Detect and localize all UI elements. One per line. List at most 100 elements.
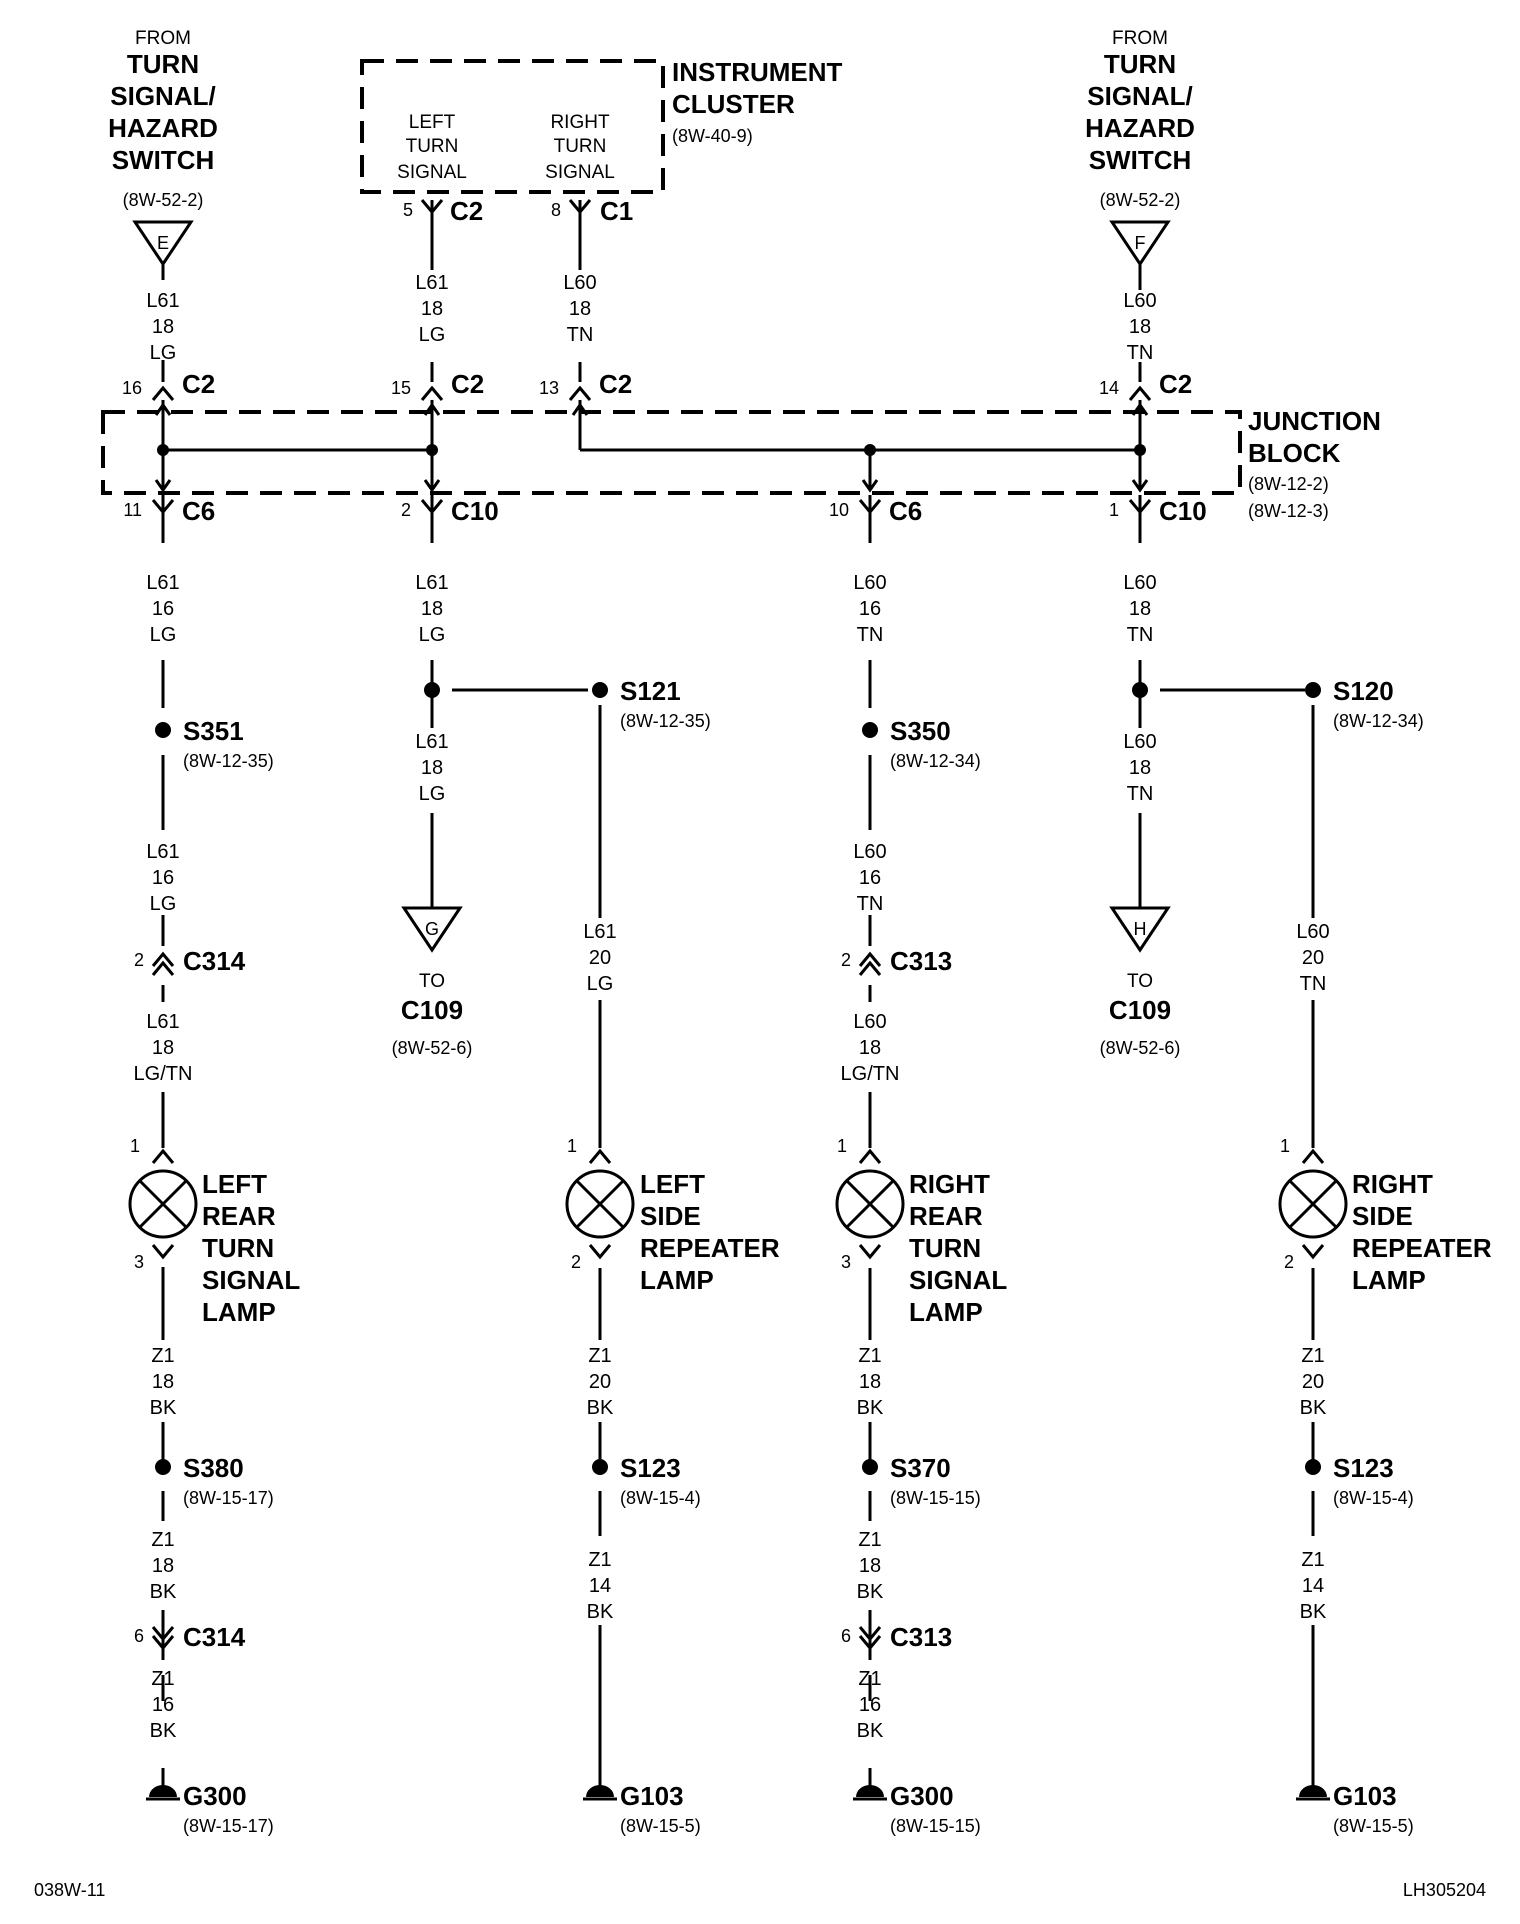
splice-s123-right-dot	[1305, 1459, 1321, 1475]
svg-text:Z1: Z1	[588, 1549, 611, 1571]
svg-text:S380: S380	[183, 1453, 244, 1483]
svg-text:L61: L61	[146, 572, 179, 594]
svg-text:Z1: Z1	[151, 1345, 174, 1367]
right-rear-lamp-icon	[835, 1169, 905, 1239]
svg-text:(8W-52-2): (8W-52-2)	[123, 190, 204, 210]
jb-in-b-icon	[420, 385, 444, 401]
from-right-labels: FROM TURN SIGNAL/ HAZARD SWITCH (8W-52-2…	[1085, 28, 1195, 253]
svg-text:2: 2	[571, 1252, 581, 1272]
svg-text:L61: L61	[146, 1011, 179, 1033]
svg-text:SIGNAL: SIGNAL	[397, 162, 467, 183]
svg-text:TN: TN	[1127, 342, 1154, 364]
splice-s123-left-dot	[592, 1459, 608, 1475]
svg-text:2: 2	[1284, 1252, 1294, 1272]
svg-text:H: H	[1134, 919, 1147, 939]
svg-text:C2: C2	[450, 196, 483, 226]
svg-text:Z1: Z1	[151, 1529, 174, 1551]
svg-text:INSTRUMENT: INSTRUMENT	[672, 57, 843, 87]
svg-text:6: 6	[841, 1626, 851, 1646]
svg-text:3: 3	[841, 1252, 851, 1272]
svg-text:L61: L61	[146, 290, 179, 312]
splice-s120-dot	[1305, 682, 1321, 698]
svg-text:6: 6	[134, 1626, 144, 1646]
svg-text:FROM: FROM	[1112, 28, 1168, 49]
svg-text:LG: LG	[150, 624, 177, 646]
svg-text:BK: BK	[857, 1720, 884, 1742]
svg-text:LG/TN: LG/TN	[134, 1063, 193, 1085]
svg-text:SIDE: SIDE	[1352, 1201, 1413, 1231]
svg-text:C313: C313	[890, 1622, 952, 1652]
svg-text:LAMP: LAMP	[1352, 1265, 1426, 1295]
svg-text:20: 20	[589, 947, 611, 969]
svg-text:L61: L61	[415, 731, 448, 753]
svg-text:1: 1	[1109, 500, 1119, 520]
svg-text:(8W-12-34): (8W-12-34)	[890, 751, 981, 771]
col3-labels: S121 (8W-12-35) L61 20 LG 1 2 LEFT SIDE …	[567, 676, 780, 1836]
svg-text:18: 18	[421, 598, 443, 620]
svg-text:S370: S370	[890, 1453, 951, 1483]
svg-text:1: 1	[567, 1136, 577, 1156]
svg-text:C109: C109	[401, 995, 463, 1025]
splice-e-dot	[1132, 682, 1148, 698]
svg-text:LG: LG	[419, 324, 446, 346]
svg-text:(8W-12-2): (8W-12-2)	[1248, 474, 1329, 494]
svg-text:G: G	[425, 919, 439, 939]
svg-text:18: 18	[421, 298, 443, 320]
col4-labels: L60 16 TN S350 (8W-12-34) L60 16 TN 2 C3…	[837, 572, 1007, 1836]
svg-text:SIGNAL: SIGNAL	[202, 1265, 300, 1295]
cluster-labels: INSTRUMENT CLUSTER (8W-40-9) LEFT TURN S…	[397, 57, 842, 226]
connector-g-triangle-icon	[401, 906, 463, 953]
svg-text:C109: C109	[1109, 995, 1171, 1025]
svg-text:LEFT: LEFT	[202, 1169, 267, 1199]
svg-text:L60: L60	[563, 272, 596, 294]
svg-text:1: 1	[1280, 1136, 1290, 1156]
svg-text:15: 15	[391, 378, 411, 398]
svg-text:L61: L61	[415, 572, 448, 594]
svg-text:C313: C313	[890, 946, 952, 976]
svg-text:JUNCTION: JUNCTION	[1248, 406, 1381, 436]
svg-text:LAMP: LAMP	[909, 1297, 983, 1327]
svg-text:L61: L61	[415, 272, 448, 294]
svg-text:1: 1	[130, 1136, 140, 1156]
svg-text:C314: C314	[183, 1622, 246, 1652]
svg-text:16: 16	[152, 867, 174, 889]
svg-text:18: 18	[421, 757, 443, 779]
svg-text:TURN: TURN	[1104, 49, 1176, 79]
svg-text:SIGNAL/: SIGNAL/	[110, 81, 215, 111]
svg-text:C2: C2	[182, 369, 215, 399]
svg-text:1: 1	[837, 1136, 847, 1156]
col6-labels: S120 (8W-12-34) L60 20 TN 1 2 RIGHT SIDE…	[1280, 676, 1492, 1836]
svg-text:(8W-52-6): (8W-52-6)	[392, 1038, 473, 1058]
svg-text:TURN: TURN	[909, 1233, 981, 1263]
jb-in-c-icon	[568, 385, 592, 401]
svg-text:BK: BK	[857, 1581, 884, 1603]
svg-text:BK: BK	[1300, 1397, 1327, 1419]
svg-text:LG: LG	[419, 783, 446, 805]
svg-text:16: 16	[152, 598, 174, 620]
jb-bus-dot	[157, 444, 169, 456]
svg-text:BLOCK: BLOCK	[1248, 438, 1341, 468]
svg-text:Z1: Z1	[858, 1668, 881, 1690]
jb-in-d-icon	[1128, 385, 1152, 401]
svg-text:TN: TN	[1300, 973, 1327, 995]
svg-text:TURN: TURN	[554, 136, 607, 157]
svg-text:TN: TN	[857, 893, 884, 915]
svg-text:L60: L60	[1123, 290, 1156, 312]
svg-text:8: 8	[551, 200, 561, 220]
splice-s370-dot	[862, 1459, 878, 1475]
svg-text:LG: LG	[150, 342, 177, 364]
svg-text:(8W-15-15): (8W-15-15)	[890, 1816, 981, 1836]
splices	[155, 444, 1321, 1475]
svg-text:(8W-40-9): (8W-40-9)	[672, 126, 753, 146]
svg-text:18: 18	[152, 1371, 174, 1393]
cluster-left-connector-icon	[420, 199, 444, 215]
svg-text:HAZARD: HAZARD	[1085, 113, 1195, 143]
svg-text:13: 13	[539, 378, 559, 398]
svg-text:SIDE: SIDE	[640, 1201, 701, 1231]
svg-text:S120: S120	[1333, 676, 1394, 706]
svg-text:REPEATER: REPEATER	[640, 1233, 780, 1263]
splice-s380-dot	[155, 1459, 171, 1475]
svg-text:LEFT: LEFT	[409, 112, 456, 133]
svg-text:L60: L60	[1123, 731, 1156, 753]
